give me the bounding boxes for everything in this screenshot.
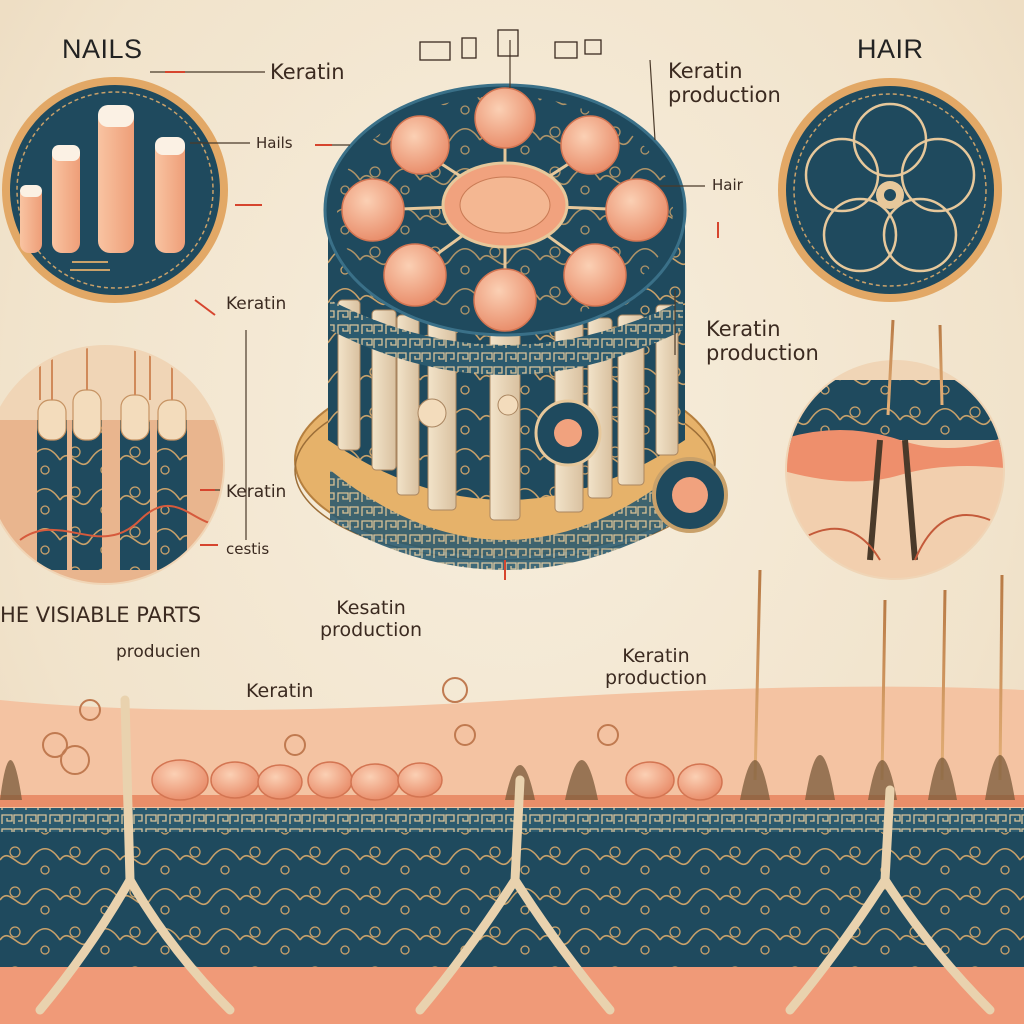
hair-title: HAIR: [857, 34, 924, 64]
keratin-label-top: Keratin: [270, 60, 345, 84]
keratin-label-left-mid: Keratin: [226, 294, 287, 314]
nail-root-illustration: [0, 345, 225, 585]
keratin-label-bottom: Keratin: [246, 680, 314, 702]
nails-illustration: [2, 77, 228, 303]
hair-label-small: Hair: [712, 176, 743, 194]
kesatin-production-label: Kesatin production: [320, 597, 423, 641]
nails-title: NAILS: [62, 34, 143, 64]
keratin-production-label-right: Keratin production: [706, 317, 819, 365]
hails-label: Hails: [256, 134, 293, 152]
cestis-label: cestis: [226, 540, 270, 558]
keratin-production-label-bottom: Keratin production: [605, 645, 708, 689]
seal-marks: [419, 29, 602, 61]
keratin-production-label-top: Keratin production: [668, 59, 781, 107]
keratin-cylinder: [294, 83, 728, 570]
red-pointer-marks: [165, 71, 719, 580]
producien-label: producien: [116, 642, 201, 662]
skin-cross-section: [0, 569, 1024, 1024]
keratin-label-left-lower: Keratin: [226, 482, 287, 502]
visible-parts-label: HE VISIABLE PARTS: [0, 603, 202, 627]
hair-flower-illustration: [778, 78, 1002, 302]
